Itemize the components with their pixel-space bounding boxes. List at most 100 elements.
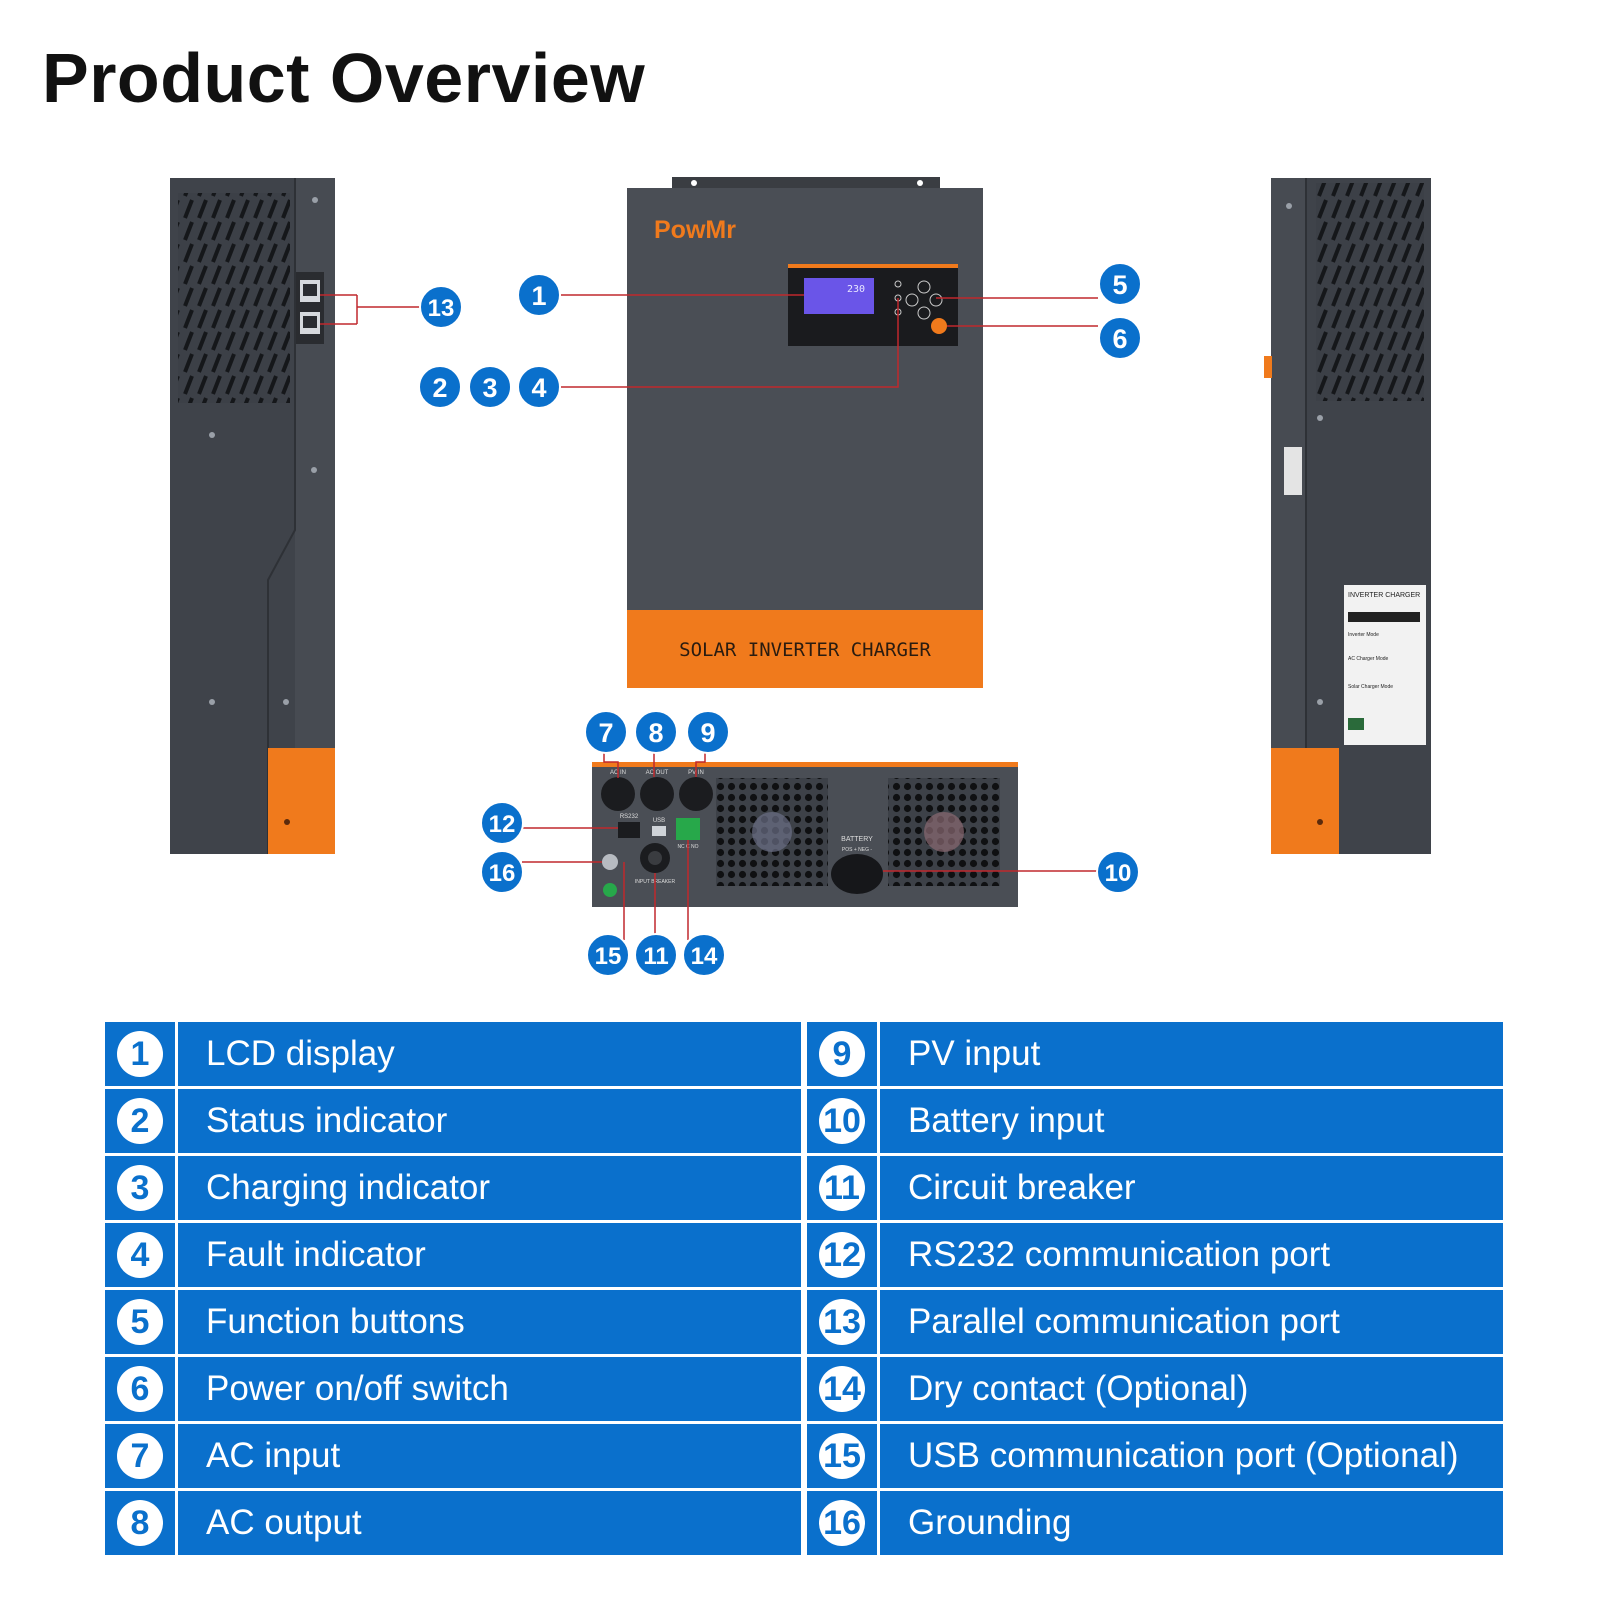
legend-number: 8 [117,1500,163,1546]
legend-number: 15 [819,1433,865,1479]
svg-text:1: 1 [531,281,546,311]
callout-4: 4 [517,365,561,409]
legend-number: 16 [819,1500,865,1546]
svg-text:10: 10 [1105,860,1132,887]
svg-text:BATTERY: BATTERY [841,836,873,843]
legend-label: Battery input [908,1101,1105,1140]
legend-row: 5 Function buttons [105,1290,801,1354]
legend-number: 14 [819,1366,865,1412]
lcd-readout: 230 [847,284,865,295]
callout-14: 14 [682,933,726,977]
legend-row: 16 Grounding [807,1491,1503,1555]
svg-text:13: 13 [428,295,455,322]
legend-number: 7 [117,1433,163,1479]
spec-sticker: INVERTER CHARGER Inverter Mode AC Charge… [1344,585,1426,745]
callout-15: 15 [586,933,630,977]
legend-row: 1 LCD display [105,1022,801,1086]
svg-text:POS + NEG -: POS + NEG - [842,847,872,853]
legend-row: 11 Circuit breaker [807,1156,1503,1220]
parallel-port [296,272,324,344]
legend-label: Circuit breaker [908,1168,1136,1207]
callout-9: 9 [686,710,730,754]
ac-out-port: AC OUT [640,770,674,811]
front-view: PowMr SOLAR INVERTER CHARGER 230 [627,177,983,688]
legend-label: PV input [908,1034,1041,1073]
legend-label: Power on/off switch [206,1369,509,1408]
callout-10: 10 [1096,850,1140,894]
legend-row: 13 Parallel communication port [807,1290,1503,1354]
callout-3: 3 [468,365,512,409]
legend-number: 6 [117,1366,163,1412]
svg-text:2: 2 [432,373,447,403]
page-title: Product Overview [42,39,646,117]
legend-number: 11 [819,1165,865,1211]
callout-7: 7 [584,710,628,754]
legend-number: 2 [117,1098,163,1144]
lcd-screen [804,278,874,314]
svg-text:12: 12 [489,811,516,838]
callout-16: 16 [480,850,524,894]
right-side-view: INVERTER CHARGER Inverter Mode AC Charge… [1264,178,1431,854]
callout-12: 12 [480,801,524,845]
sticker-line-3: Solar Charger Mode [1348,684,1393,690]
legend-number: 4 [117,1232,163,1278]
legend-row: 14 Dry contact (Optional) [807,1357,1503,1421]
svg-text:AC OUT: AC OUT [646,770,669,776]
product-diagram: PowMr SOLAR INVERTER CHARGER 230 [170,177,1431,977]
rs232-port: RS232 [618,814,640,838]
brand-logo: PowMr [654,216,736,244]
callout-2: 2 [418,365,462,409]
callout-1: 1 [517,273,561,317]
legend-label: Dry contact (Optional) [908,1369,1249,1408]
sticker-line-2: AC Charger Mode [1348,656,1389,662]
svg-text:6: 6 [1112,324,1127,354]
legend-row: 15 USB communication port (Optional) [807,1424,1503,1488]
svg-text:3: 3 [482,373,497,403]
device-label: SOLAR INVERTER CHARGER [679,639,931,661]
battery-port: BATTERY POS + NEG - [831,836,883,894]
control-panel: 230 [788,264,958,346]
legend-row: 12 RS232 communication port [807,1223,1503,1287]
svg-text:RS232: RS232 [620,814,639,820]
power-button [931,318,947,334]
legend-label: Parallel communication port [908,1302,1340,1341]
callout-11: 11 [634,933,678,977]
legend-number: 1 [117,1031,163,1077]
legend-number: 13 [819,1299,865,1345]
svg-text:14: 14 [691,943,718,970]
legend-label: Charging indicator [206,1168,491,1207]
svg-text:8: 8 [648,718,663,748]
svg-text:11: 11 [643,943,668,970]
svg-text:4: 4 [531,373,546,403]
legend-label: USB communication port (Optional) [908,1436,1459,1475]
legend-label: Function buttons [206,1302,465,1341]
legend-label: RS232 communication port [908,1235,1331,1274]
svg-text:9: 9 [700,718,715,748]
callout-badges: 1 2 3 4 5 6 13 7 8 9 12 16 10 15 11 14 [418,262,1142,977]
legend-number: 12 [819,1232,865,1278]
svg-text:5: 5 [1112,270,1127,300]
legend-number: 5 [117,1299,163,1345]
sticker-heading: INVERTER CHARGER [1348,592,1420,599]
svg-text:USB: USB [653,818,665,824]
sticker-line-1: Inverter Mode [1348,632,1379,638]
legend-label: AC input [206,1436,341,1475]
svg-text:15: 15 [595,943,622,970]
legend-label: LCD display [206,1034,395,1073]
callout-lines [320,294,1112,940]
legend-row: 7 AC input [105,1424,801,1488]
callout-8: 8 [634,710,678,754]
svg-text:16: 16 [489,860,516,887]
legend-label: Grounding [908,1503,1072,1542]
legend-row: 4 Fault indicator [105,1223,801,1287]
legend-label: Fault indicator [206,1235,426,1274]
callout-13: 13 [419,285,463,329]
